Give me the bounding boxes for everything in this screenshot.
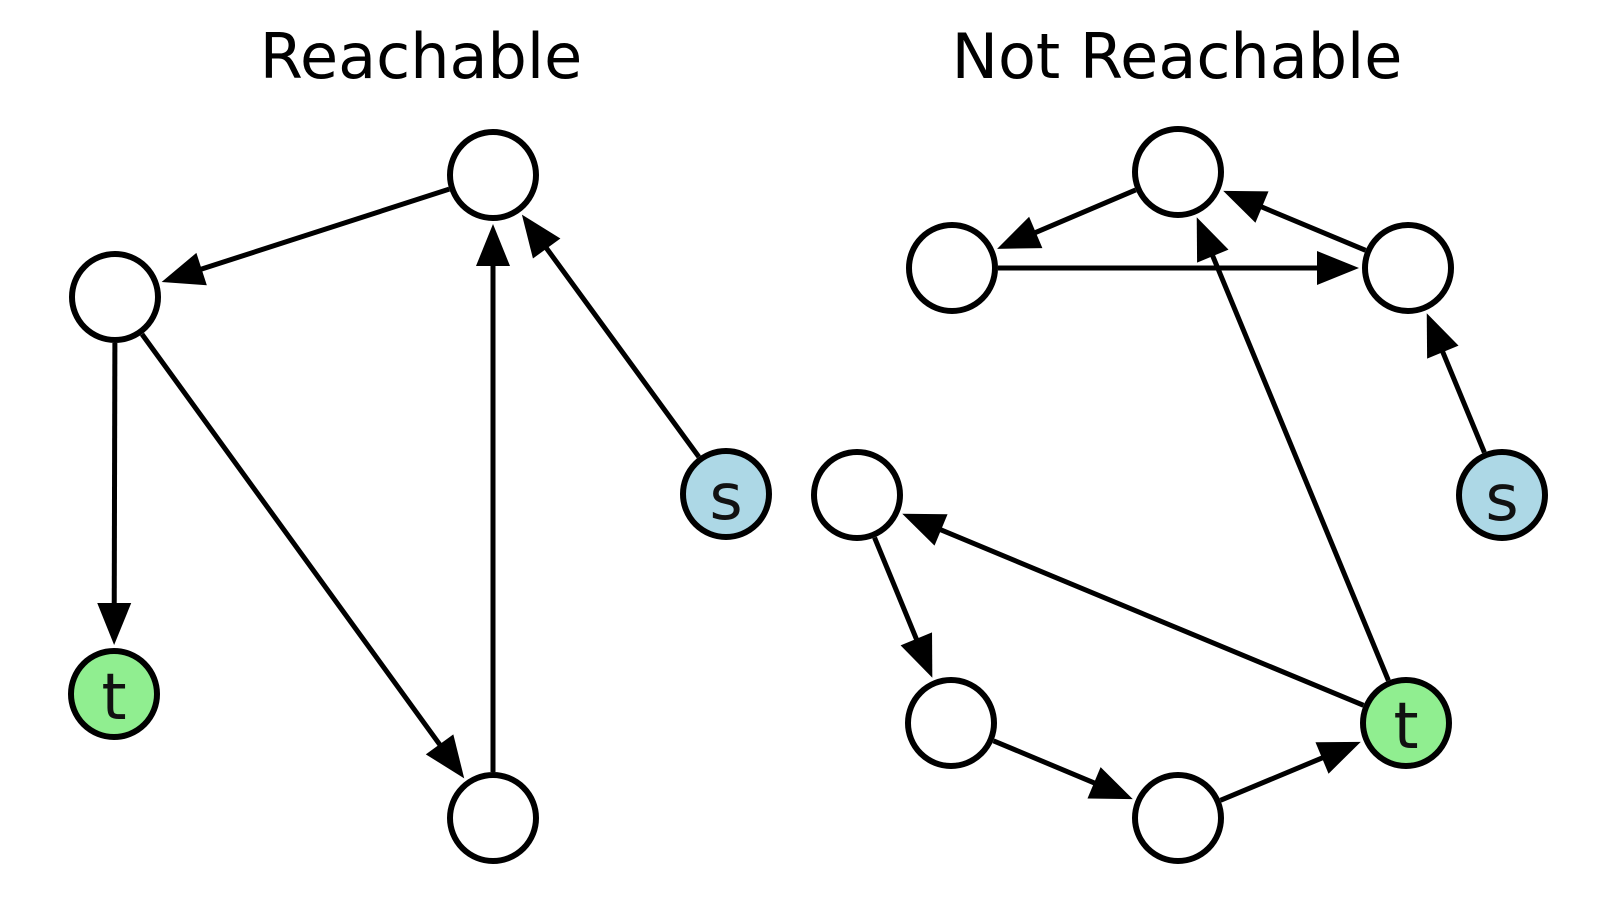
graph-not-reachable-node-top (1132, 126, 1224, 218)
node-circle (447, 129, 539, 221)
node-circle (1132, 772, 1224, 864)
arrowhead-icon (1223, 190, 1269, 223)
edge-bottommid-to-t (1219, 741, 1361, 803)
edge-s-to-top (521, 214, 701, 459)
arrowhead-icon (1196, 217, 1229, 263)
left-graph-title: Reachable (260, 20, 583, 93)
graph-not-reachable-node-upright (1362, 222, 1454, 314)
node-label: s (709, 461, 742, 535)
target-node-circle (1360, 677, 1452, 769)
edge-upright-to-top (1223, 190, 1367, 253)
right-graph-title: Not Reachable (952, 20, 1403, 93)
edge-top-to-upleft (997, 187, 1137, 249)
arrowhead-icon (1426, 313, 1459, 359)
arrowhead-icon (1087, 767, 1133, 800)
edge-line (992, 738, 1103, 789)
node-circle (1362, 222, 1454, 314)
arrowhead-icon (1315, 741, 1361, 774)
edge-layer (97, 186, 1487, 803)
graph-not-reachable-node-bottomleft (905, 677, 997, 769)
edge-mid-to-bottomleft (872, 536, 933, 678)
node-circle (906, 222, 998, 314)
arrowhead-icon (1317, 251, 1359, 285)
edge-t-to-mid (902, 513, 1365, 708)
graph-reachable-node-left (69, 251, 161, 343)
edge-left-to-t (97, 342, 132, 646)
edge-upleft-to-upright (998, 251, 1359, 285)
graph-not-reachable-node-upleft (906, 222, 998, 314)
edge-s-to-upright (1426, 313, 1487, 454)
arrowhead-icon (97, 602, 132, 646)
edge-line (932, 524, 1365, 708)
target-node-circle (68, 648, 160, 740)
edge-left-to-bottom (139, 332, 465, 779)
node-circle (1132, 126, 1224, 218)
edge-line (1437, 343, 1487, 454)
arrowhead-icon (161, 252, 207, 286)
node-circle (447, 772, 539, 864)
arrowhead-icon (902, 513, 948, 546)
arrowhead-icon (997, 216, 1043, 249)
node-label: s (1485, 462, 1518, 536)
edge-line (1207, 247, 1391, 682)
graph-reachable-node-top (447, 129, 539, 221)
graph-reachable-node-t: t (68, 648, 160, 740)
edge-line (539, 240, 701, 459)
graph-not-reachable-node-t: t (1360, 677, 1452, 769)
node-circle (905, 677, 997, 769)
edge-line (193, 186, 450, 274)
edge-top-to-left (161, 186, 450, 286)
arrowhead-icon (476, 224, 510, 266)
edge-bottomleft-to-bottommid (992, 738, 1133, 800)
arrowhead-icon (521, 214, 561, 259)
graph-not-reachable-node-mid (811, 449, 903, 541)
node-circle (811, 449, 903, 541)
edge-t-to-top (1196, 217, 1391, 682)
source-node-circle (680, 448, 772, 540)
edge-line (1219, 752, 1331, 803)
edge-line (1253, 201, 1367, 253)
edge-line (1027, 187, 1137, 238)
graph-reachable-node-s: s (680, 448, 772, 540)
node-label: t (1393, 690, 1418, 764)
arrowhead-icon (900, 632, 933, 678)
graph-reachable-node-bottom (447, 772, 539, 864)
graph-not-reachable-node-bottommid (1132, 772, 1224, 864)
node-layer: s t s t (68, 126, 1548, 864)
arrowhead-icon (425, 734, 465, 779)
node-circle (69, 251, 161, 343)
source-node-circle (1456, 449, 1548, 541)
graph-not-reachable-node-s: s (1456, 449, 1548, 541)
edge-bottom-to-top (476, 224, 510, 772)
edge-line (111, 342, 118, 612)
node-label: t (101, 661, 126, 735)
edge-line (139, 332, 447, 753)
edge-line (872, 536, 922, 648)
